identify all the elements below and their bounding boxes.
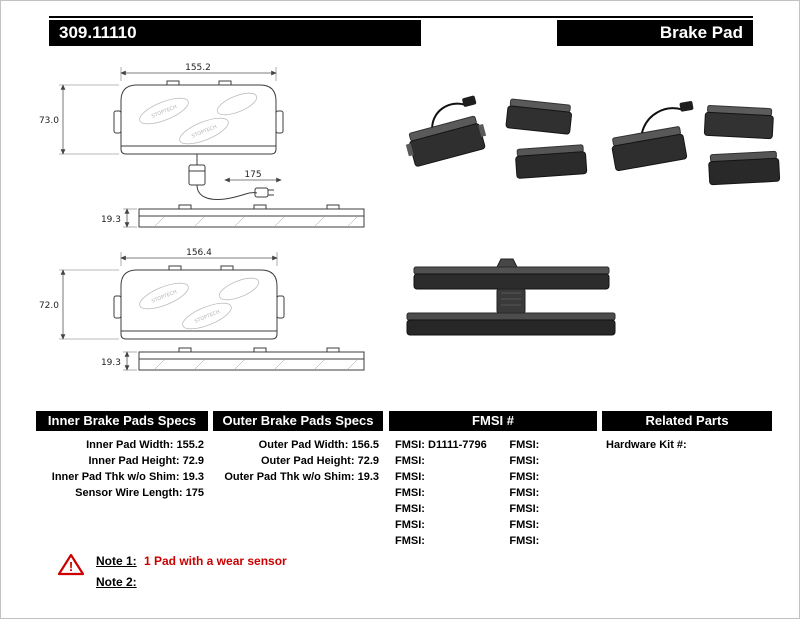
watermark-logos: STOPTECH STOPTECH bbox=[139, 92, 258, 145]
outer-pad-side-view bbox=[138, 347, 365, 371]
product-photo-pads-bottom bbox=[406, 258, 616, 336]
outer-pad-width-dim: 156.4 bbox=[186, 248, 212, 258]
wear-sensor-drawing bbox=[188, 154, 274, 200]
fmsi-header: FMSI # bbox=[389, 411, 597, 431]
fmsi-right-column: FMSI: FMSI: FMSI: FMSI: FMSI: FMSI: FMSI… bbox=[503, 437, 597, 549]
table-row: FMSI: bbox=[509, 439, 540, 451]
photo-pad-with-sensor bbox=[405, 95, 487, 167]
inner-pad-side-view bbox=[138, 204, 365, 228]
table-row: Outer Pad Thk w/o Shim: 19.3 bbox=[224, 471, 379, 483]
outer-pad-drawing: 156.4 72.0 STOPTECH STOPTECH bbox=[39, 248, 365, 371]
header: 309.11110 Brake Pad bbox=[49, 16, 753, 46]
table-row: FMSI: bbox=[395, 519, 425, 531]
table-row: FMSI: bbox=[395, 455, 425, 467]
svg-text:STOPTECH: STOPTECH bbox=[151, 104, 178, 120]
part-number-bar: 309.11110 bbox=[49, 20, 421, 46]
table-row: Outer Pad Height: 72.9 bbox=[261, 455, 379, 467]
table-row: Sensor Wire Length: 175 bbox=[75, 487, 204, 499]
inner-pad-front-view: STOPTECH STOPTECH bbox=[113, 80, 284, 155]
table-row: FMSI: bbox=[395, 535, 425, 547]
related-parts-header: Related Parts bbox=[602, 411, 772, 431]
fmsi-table: FMSI # FMSI: D1111-7796 FMSI: FMSI: FMSI… bbox=[389, 411, 597, 549]
inner-specs-header: Inner Brake Pads Specs bbox=[36, 411, 208, 431]
svg-text:STOPTECH: STOPTECH bbox=[151, 289, 178, 305]
table-row: FMSI: D1111-7796 bbox=[395, 439, 487, 451]
page-title: Brake Pad bbox=[659, 23, 743, 42]
note1-text: 1 Pad with a wear sensor bbox=[144, 554, 287, 568]
photo-pad-with-sensor bbox=[611, 101, 694, 172]
inner-pad-thickness-dim: 19.3 bbox=[101, 215, 121, 225]
table-row: Inner Pad Width: 155.2 bbox=[86, 439, 204, 451]
table-row: FMSI: bbox=[509, 519, 540, 531]
table-row: Inner Pad Height: 72.9 bbox=[88, 455, 204, 467]
photo-pad bbox=[708, 150, 781, 186]
photo-pad bbox=[703, 104, 774, 140]
table-row: FMSI: bbox=[509, 487, 540, 499]
outer-pad-front-view: STOPTECH STOPTECH bbox=[113, 265, 285, 340]
note1-label: Note 1: bbox=[96, 554, 137, 568]
photo-pad bbox=[515, 144, 588, 179]
warning-icon: ! bbox=[58, 553, 84, 576]
table-row: Hardware Kit #: bbox=[606, 439, 687, 451]
inner-pad-width-dim: 155.2 bbox=[185, 63, 211, 73]
inner-pad-drawing: 155.2 73.0 STOPTECH STOPTECH bbox=[39, 63, 365, 228]
svg-text:STOPTECH: STOPTECH bbox=[191, 124, 218, 140]
fmsi-left-column: FMSI: D1111-7796 FMSI: FMSI: FMSI: FMSI:… bbox=[389, 437, 503, 549]
outer-specs-header: Outer Brake Pads Specs bbox=[213, 411, 383, 431]
svg-text:STOPTECH: STOPTECH bbox=[194, 309, 221, 325]
product-photo-pads-top bbox=[405, 95, 781, 186]
photo-pad bbox=[505, 98, 572, 135]
outer-specs-table: Outer Brake Pads Specs Outer Pad Width: … bbox=[213, 411, 383, 485]
table-row: FMSI: bbox=[395, 487, 425, 499]
sensor-wire-length-dim: 175 bbox=[244, 170, 261, 180]
table-row: FMSI: bbox=[395, 503, 425, 515]
inner-specs-table: Inner Brake Pads Specs Inner Pad Width: … bbox=[36, 411, 208, 501]
part-number: 309.11110 bbox=[59, 23, 137, 42]
related-parts-table: Related Parts Hardware Kit #: bbox=[602, 411, 772, 453]
table-row: FMSI: bbox=[509, 455, 540, 467]
table-row: FMSI: bbox=[395, 471, 425, 483]
table-row: FMSI: bbox=[509, 471, 540, 483]
note2-label: Note 2: bbox=[96, 575, 137, 589]
outer-pad-height-dim: 72.0 bbox=[39, 301, 59, 311]
table-row: FMSI: bbox=[509, 503, 540, 515]
product-name-bar: Brake Pad bbox=[557, 20, 753, 46]
table-row: FMSI: bbox=[509, 535, 540, 547]
table-row: Outer Pad Width: 156.5 bbox=[258, 439, 379, 451]
header-gap bbox=[421, 20, 557, 46]
outer-pad-thickness-dim: 19.3 bbox=[101, 358, 121, 368]
inner-pad-height-dim: 73.0 bbox=[39, 116, 59, 126]
table-row: Inner Pad Thk w/o Shim: 19.3 bbox=[51, 471, 204, 483]
svg-text:!: ! bbox=[69, 559, 73, 574]
